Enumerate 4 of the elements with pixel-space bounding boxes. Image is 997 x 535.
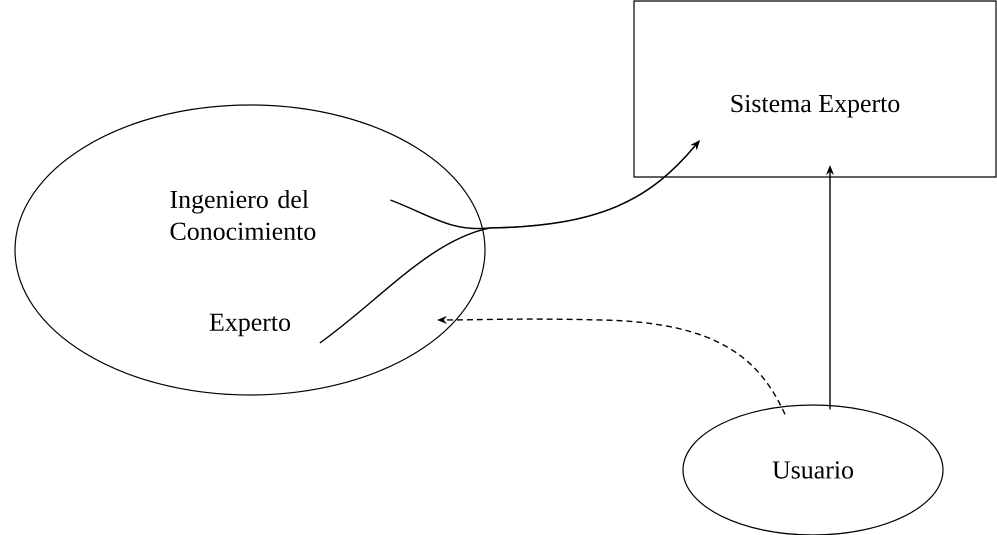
box-node: Sistema Experto bbox=[633, 0, 997, 178]
text-label: Experto bbox=[210, 314, 290, 336]
text-label: Ingeniero del Conocimiento bbox=[170, 190, 316, 240]
ellipse-shape bbox=[14, 104, 486, 396]
